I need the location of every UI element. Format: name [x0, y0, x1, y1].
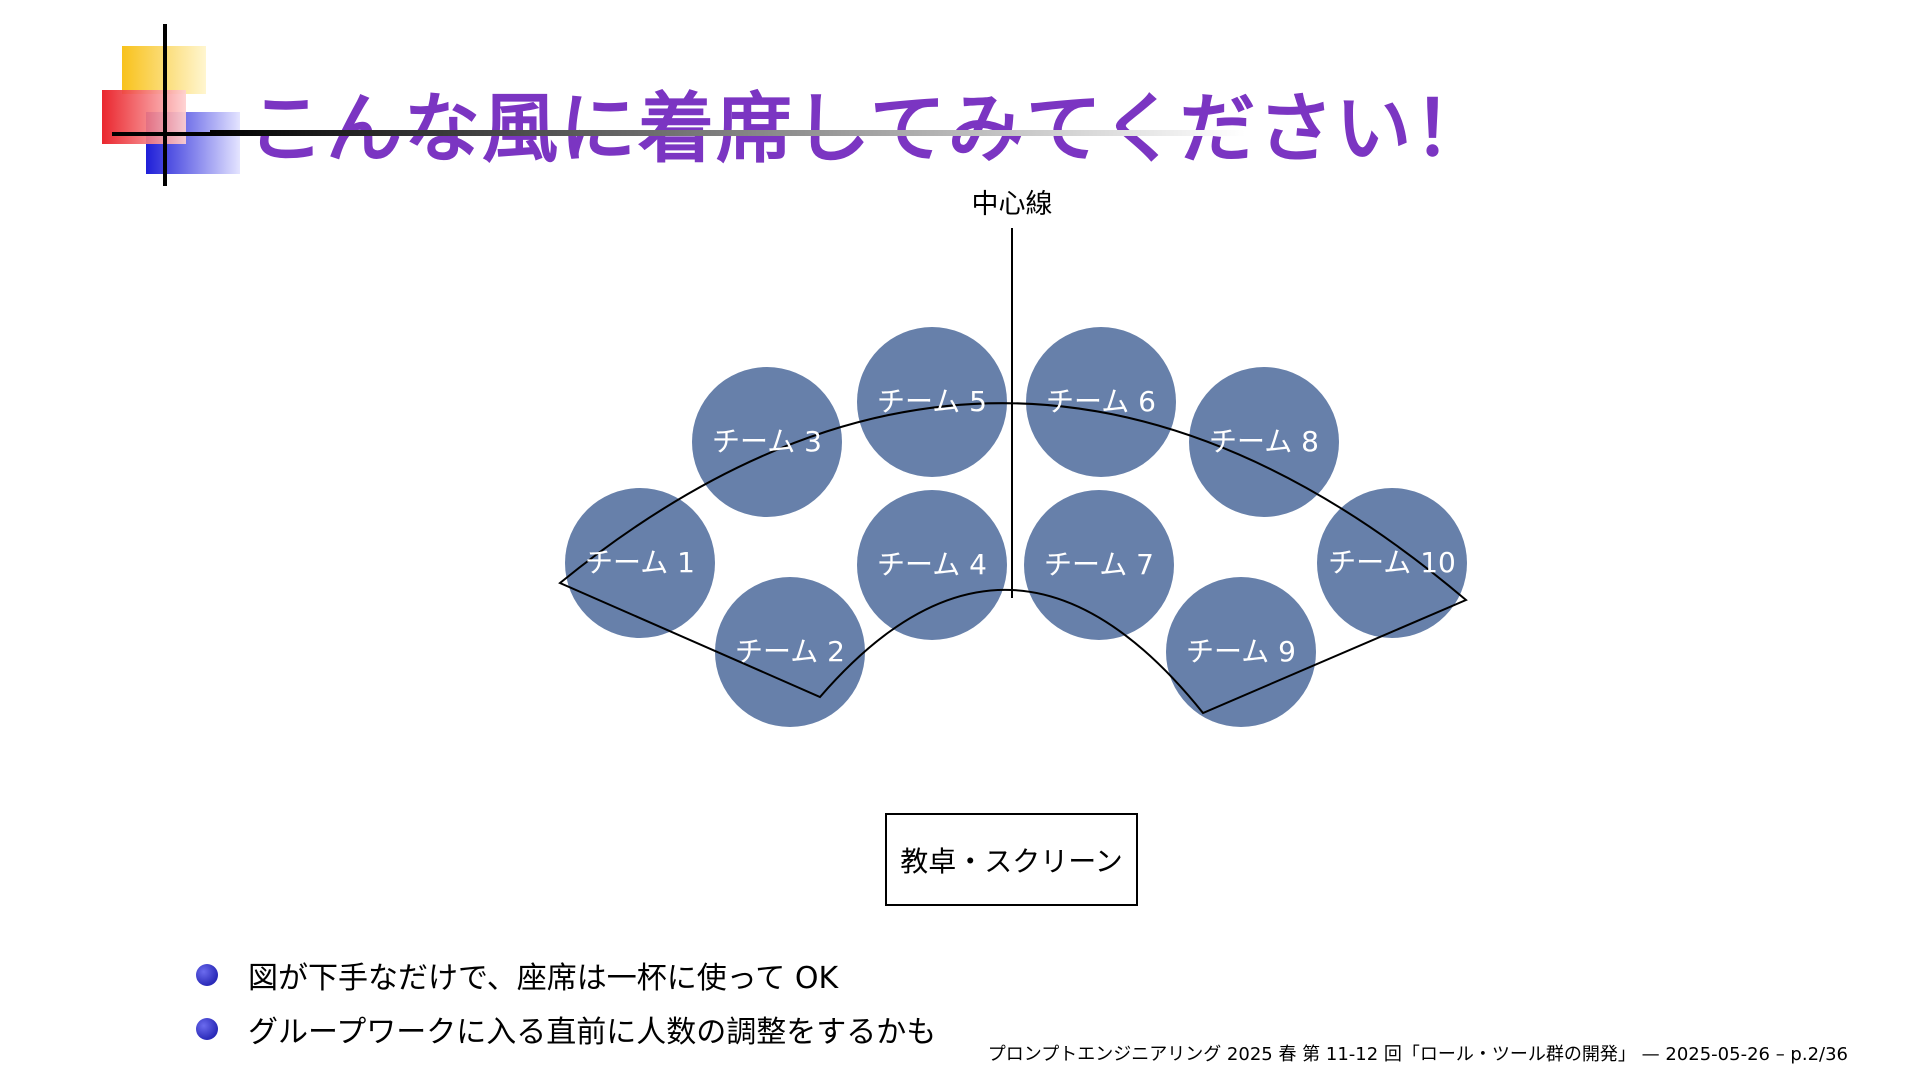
list-item: 図が下手なだけで、座席は一杯に使って OK	[196, 948, 936, 1002]
team-circle-3	[692, 367, 842, 517]
team-label-4: チーム 4	[877, 548, 987, 581]
team-circle-6	[1026, 327, 1176, 477]
team-label-5: チーム 5	[877, 385, 987, 418]
bullet-text: 図が下手なだけで、座席は一杯に使って OK	[248, 961, 839, 996]
team-circle-10	[1317, 488, 1467, 638]
lectern-screen-label: 教卓・スクリーン	[900, 844, 1123, 878]
list-item: グループワークに入る直前に人数の調整をするかも	[196, 1002, 936, 1056]
team-label-9: チーム 9	[1186, 635, 1296, 668]
bullet-list: 図が下手なだけで、座席は一杯に使って OK グループワークに入る直前に人数の調整…	[196, 948, 936, 1056]
slide-logo	[102, 24, 240, 186]
center-line-label: 中心線	[971, 189, 1053, 220]
bullet-icon	[196, 964, 218, 986]
page-title: こんな風に着席してみてください！	[248, 83, 1492, 173]
team-label-1: チーム 1	[585, 546, 695, 579]
team-circle-5	[857, 327, 1007, 477]
bullet-text: グループワークに入る直前に人数の調整をするかも	[248, 1015, 937, 1050]
team-circle-8	[1189, 367, 1339, 517]
team-label-6: チーム 6	[1046, 385, 1156, 418]
team-circle-4	[857, 490, 1007, 640]
lectern-screen-box: 教卓・スクリーン	[885, 813, 1138, 906]
seating-fan-outline	[558, 402, 1468, 715]
team-circle-1	[565, 488, 715, 638]
bullet-icon	[196, 1018, 218, 1040]
team-label-10: チーム 10	[1328, 546, 1456, 579]
team-label-2: チーム 2	[735, 635, 845, 668]
team-circles	[565, 327, 1467, 727]
team-circle-7	[1024, 490, 1174, 640]
team-label-7: チーム 7	[1044, 548, 1154, 581]
title-underline	[210, 130, 1245, 136]
slide-footer: プロンプトエンジニアリング 2025 春 第 11-12 回「ロール・ツール群の…	[987, 1044, 1848, 1065]
team-label-3: チーム 3	[712, 425, 822, 458]
team-label-8: チーム 8	[1209, 425, 1319, 458]
team-circle-9	[1166, 577, 1316, 727]
